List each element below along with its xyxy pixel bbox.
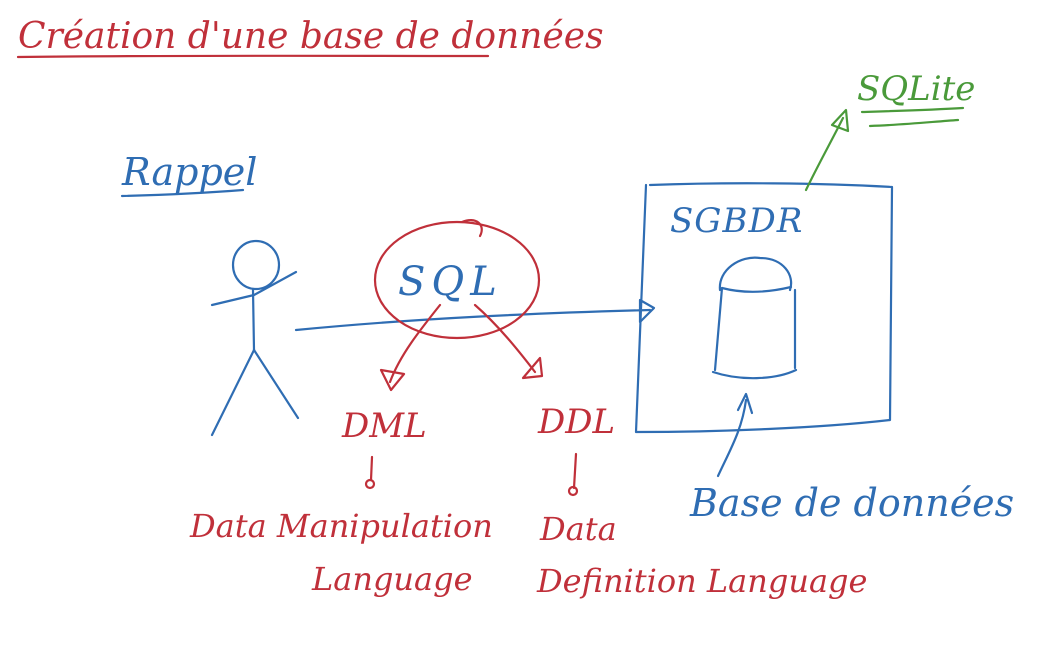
sqlite-underline-1 bbox=[860, 106, 965, 114]
ddl-description-line1: Data bbox=[539, 510, 617, 548]
rappel-underline bbox=[120, 188, 245, 198]
user-stick-figure bbox=[210, 239, 300, 437]
sql-ellipse-tail bbox=[460, 219, 483, 238]
dml-description-line2: Language bbox=[311, 560, 473, 598]
ddl-description-line2: Definition Language bbox=[536, 562, 867, 600]
dml-label: DML bbox=[341, 406, 427, 446]
base-de-donnees-label: Base de données bbox=[689, 481, 1014, 525]
sqlite-underline-2 bbox=[868, 118, 960, 128]
sql-ellipse bbox=[373, 220, 541, 340]
sgbdr-box bbox=[634, 182, 894, 434]
sgbdr-to-sqlite-arrowhead bbox=[830, 108, 850, 133]
db-label-arrow bbox=[716, 398, 748, 478]
db-label-arrowhead bbox=[736, 392, 754, 415]
sgbdr-to-sqlite-arrow bbox=[804, 116, 845, 192]
user-to-sgbdr-arrow bbox=[294, 308, 652, 332]
ddl-down-arrow bbox=[572, 452, 578, 490]
sql-to-dml-arrow bbox=[388, 303, 442, 384]
ddl-label: DDL bbox=[537, 402, 615, 442]
sql-to-dml-arrowhead bbox=[379, 368, 406, 392]
title-underline bbox=[16, 54, 490, 59]
sql-to-ddl-arrowhead bbox=[521, 356, 544, 380]
ddl-down-arrowhead bbox=[567, 485, 579, 497]
sql-label: SQL bbox=[398, 259, 503, 305]
rappel-label: Rappel bbox=[121, 150, 257, 194]
sqlite-label: SQLite bbox=[857, 69, 975, 109]
dml-down-arrow bbox=[369, 455, 374, 482]
dml-down-arrowhead bbox=[364, 478, 376, 490]
page-title: Création d'une base de données bbox=[18, 16, 604, 57]
sql-to-ddl-arrow bbox=[473, 303, 537, 374]
dml-description-line1: Data Manipulation bbox=[189, 507, 493, 545]
database-cylinder-icon bbox=[711, 256, 798, 380]
sgbdr-label: SGBDR bbox=[670, 201, 803, 241]
